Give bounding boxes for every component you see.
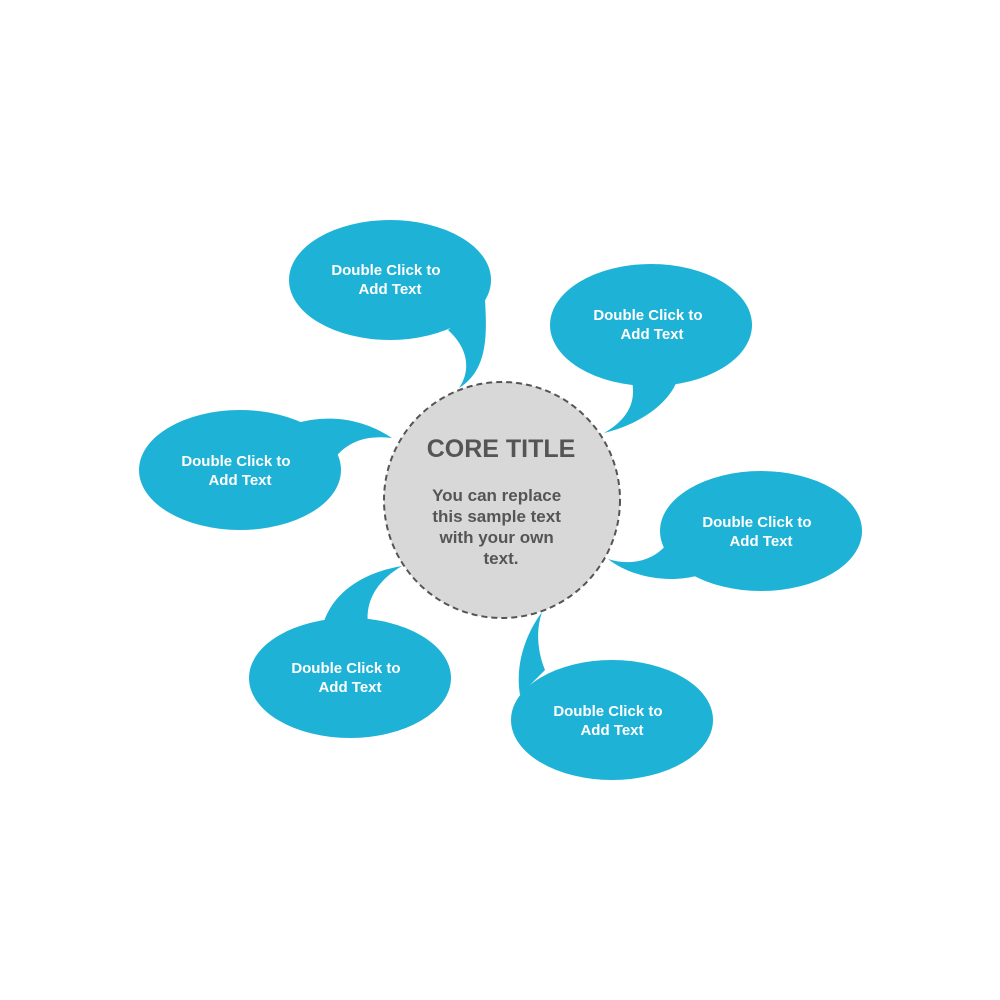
bubble-bottom-left-shape [249,618,451,738]
core-title: CORE TITLE [427,435,576,463]
bubble-bottom-shape [511,660,713,780]
bubble-top-line1: Double Click to [331,262,440,279]
bubble-top-right-line2: Add Text [620,326,683,343]
bubble-left-shape [139,410,341,530]
bubble-right[interactable]: Double Click to Add Text [608,471,862,591]
core-body-line4: text. [484,549,519,568]
svg-text:Double Click to Add Te: Double Click to Add Text [181,453,294,489]
bubble-right-line1: Double Click to [702,514,811,531]
svg-text:You can replace this s: You can replace this sample text with yo… [432,486,566,568]
core-circle [383,381,621,619]
bubble-bottom-left[interactable]: Double Click to Add Text [249,566,451,738]
bubble-top-tail [448,300,486,388]
bubble-bottom[interactable]: Double Click to Add Text [511,612,713,780]
bubble-top-right[interactable]: Double Click to Add Text [550,264,752,433]
bubble-bottom-line2: Add Text [580,722,643,739]
bubble-right-shape [660,471,862,591]
bubble-top-line2: Add Text [358,281,421,298]
bubble-bottom-line1: Double Click to [553,703,662,720]
bubble-left-line2: Add Text [208,472,271,489]
core-body-line1: You can replace [432,486,561,505]
svg-text:Double Click to Add Te: Double Click to Add Text [331,262,444,298]
core-body-line2: this sample text [432,507,561,526]
bubble-top[interactable]: Double Click to Add Text [289,220,491,388]
bubble-left-line1: Double Click to [181,453,290,470]
core-node[interactable]: CORE TITLE You can replace this sample t… [383,381,621,619]
svg-text:Double Click to Add Te: Double Click to Add Text [702,514,815,550]
bubble-left[interactable]: Double Click to Add Text [139,410,392,530]
bubble-bottom-left-line1: Double Click to [291,660,400,677]
bubble-bottom-left-tail [322,566,402,628]
bubble-bottom-left-line2: Add Text [318,679,381,696]
bubble-top-shape [289,220,491,340]
core-body-line3: with your own [438,528,553,547]
bubble-bottom-tail [518,612,545,695]
bubble-top-right-line1: Double Click to [593,307,702,324]
svg-text:Double Click to Add Te: Double Click to Add Text [553,703,666,739]
svg-text:Double Click to Add Te: Double Click to Add Text [593,307,706,343]
svg-text:Double Click to Add Te: Double Click to Add Text [291,660,404,696]
bubble-top-right-shape [550,264,752,386]
bubble-right-line2: Add Text [729,533,792,550]
